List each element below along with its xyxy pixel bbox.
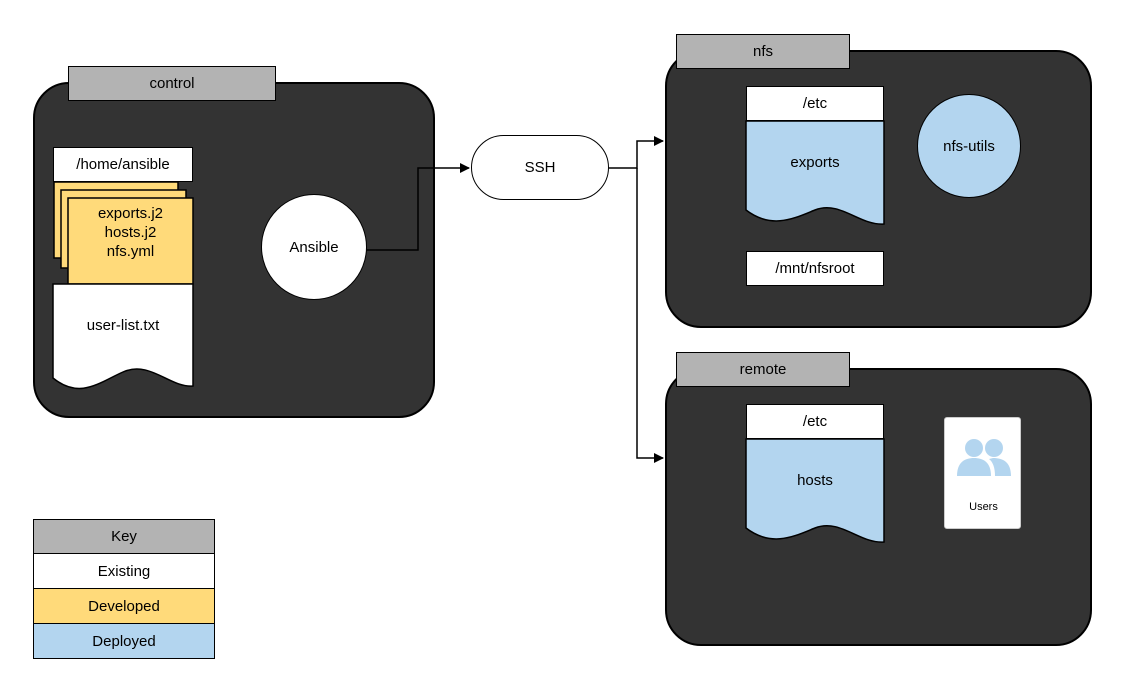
nfs-title: nfs: [676, 34, 850, 69]
control-title: control: [68, 66, 276, 101]
users-label: Users: [969, 501, 998, 513]
user-list-document: [52, 283, 194, 390]
users-icon: [957, 439, 1011, 476]
connector-ssh-nfs: [609, 136, 664, 169]
user-list-label: user-list.txt: [86, 317, 160, 334]
ssh-node: SSH: [471, 135, 609, 200]
key-developed: Developed: [33, 589, 215, 624]
hosts-document: [745, 438, 885, 543]
template-file-1: exports.j2: [97, 205, 164, 222]
hosts-label-top: hosts: [797, 472, 833, 489]
template-file-2: hosts.j2: [104, 224, 157, 241]
connector-ansible-ssh: [367, 163, 470, 251]
key-deployed: Deployed: [33, 624, 215, 659]
remote-title: remote: [676, 352, 850, 387]
key-title: Key: [33, 519, 215, 554]
exports-label-top: exports: [790, 154, 840, 171]
ansible-node: Ansible: [261, 194, 367, 300]
key-existing: Existing: [33, 554, 215, 589]
nfs-utils-node: nfs-utils: [917, 94, 1021, 198]
nfs-mnt-dir: /mnt/nfsroot: [746, 251, 884, 286]
connector-ssh-remote: [636, 168, 664, 463]
home-ansible-dir: /home/ansible: [53, 147, 193, 182]
template-file-3: nfs.yml: [106, 243, 155, 260]
exports-document: [745, 120, 885, 225]
users-card: Users: [944, 417, 1021, 529]
